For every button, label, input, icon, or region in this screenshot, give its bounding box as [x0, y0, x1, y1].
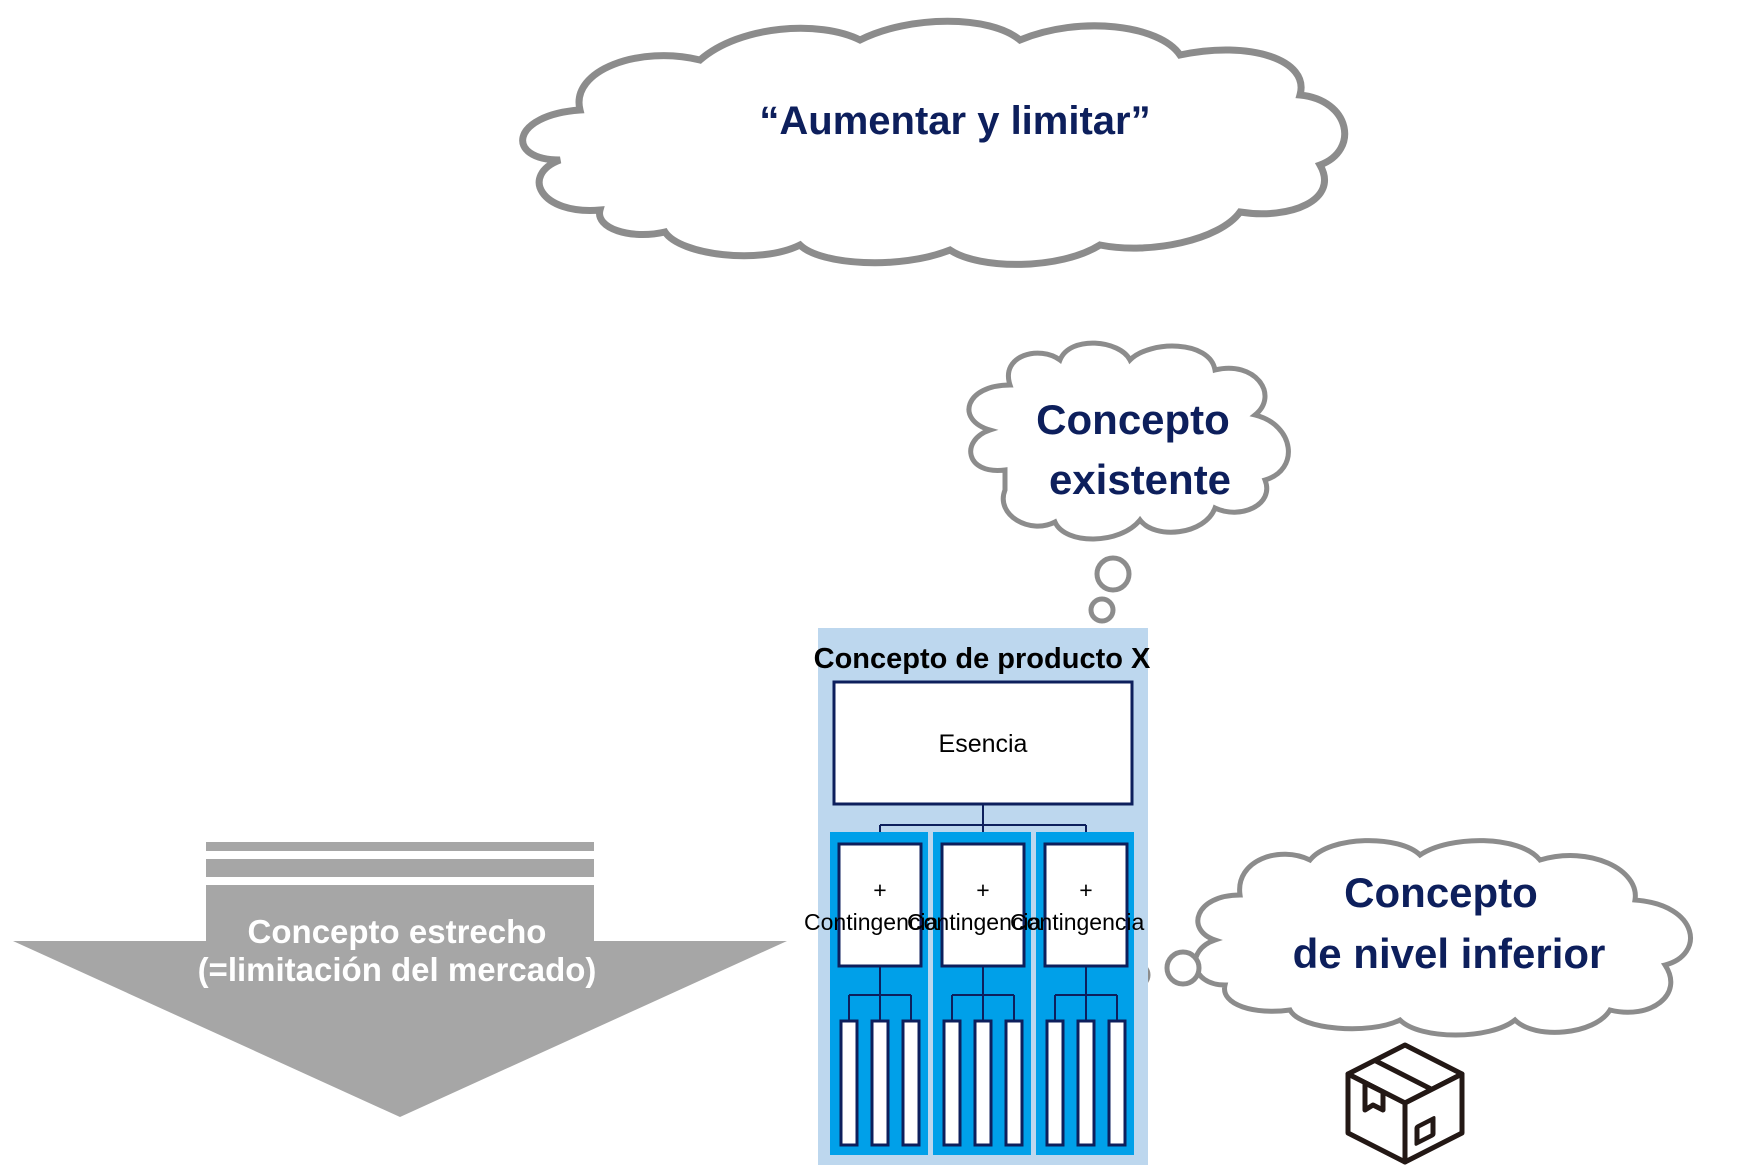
contingency-box — [837, 842, 923, 968]
lower-cloud-shape — [1192, 838, 1693, 1038]
sub-element-bar — [1076, 1019, 1096, 1147]
sub-element-bar — [901, 1019, 921, 1147]
main-cloud: “Aumentar y limitar” — [519, 17, 1349, 268]
sub-element-bar — [1107, 1019, 1127, 1147]
contingency-label: Contingencia — [907, 909, 1041, 935]
narrow-concept-arrow: Concepto estrecho (=limitación del merca… — [13, 842, 787, 1117]
contingency-connectors — [1054, 966, 1118, 1021]
sub-element-bar — [870, 1019, 890, 1147]
existing-cloud-line2: existente — [1049, 456, 1231, 503]
contingency-label: Contingencia — [804, 909, 938, 935]
lower-cloud-line1: Concepto — [1344, 869, 1538, 916]
product-concept-diagram: Concepto de producto X Esencia + — [804, 628, 1151, 1165]
sub-element-bar — [942, 1019, 962, 1147]
existing-cloud-shape — [966, 340, 1291, 542]
lower-cloud-line2: de nivel inferior — [1293, 930, 1606, 977]
contingency-column-2: + — [933, 832, 1031, 1155]
product-title: Concepto de producto X — [814, 643, 1151, 675]
contingency-plus: + — [873, 877, 886, 903]
sub-element-bar — [1045, 1019, 1065, 1147]
main-cloud-shape — [519, 17, 1349, 268]
arrow-body — [13, 885, 787, 1117]
package-box-icon — [1345, 1042, 1465, 1165]
contingency-box — [1043, 842, 1129, 968]
existing-thought-bubble-large — [1094, 555, 1132, 593]
contingency-connectors — [848, 966, 912, 1021]
main-cloud-text: “Aumentar y limitar” — [759, 99, 1150, 143]
arrow-text-line1: Concepto estrecho — [248, 913, 547, 950]
essence-box — [832, 680, 1134, 806]
contingency-label: Contingencia — [1010, 909, 1144, 935]
existing-cloud-line1: Concepto — [1036, 396, 1230, 443]
arrow-stripe-top — [206, 842, 594, 851]
contingency-column-3: + — [1036, 832, 1134, 1155]
contingency-plus: + — [976, 877, 989, 903]
existing-thought-bubble-medium — [1088, 596, 1116, 624]
existing-concept-cloud: Concepto existente — [966, 340, 1291, 644]
essence-label: Esencia — [939, 730, 1028, 758]
contingency-connectors — [951, 966, 1015, 1021]
sub-element-bar — [973, 1019, 993, 1147]
arrow-text-line2: (=limitación del mercado) — [198, 951, 597, 988]
lower-concept-cloud: Concepto de nivel inferior — [1094, 838, 1693, 1038]
sub-element-bar — [1004, 1019, 1024, 1147]
contingency-column-1: + — [830, 832, 928, 1155]
lower-thought-bubble-large — [1164, 949, 1202, 987]
contingency-box — [940, 842, 1026, 968]
contingency-plus: + — [1079, 877, 1092, 903]
arrow-stripe-middle — [206, 859, 594, 877]
sub-element-bar — [839, 1019, 859, 1147]
